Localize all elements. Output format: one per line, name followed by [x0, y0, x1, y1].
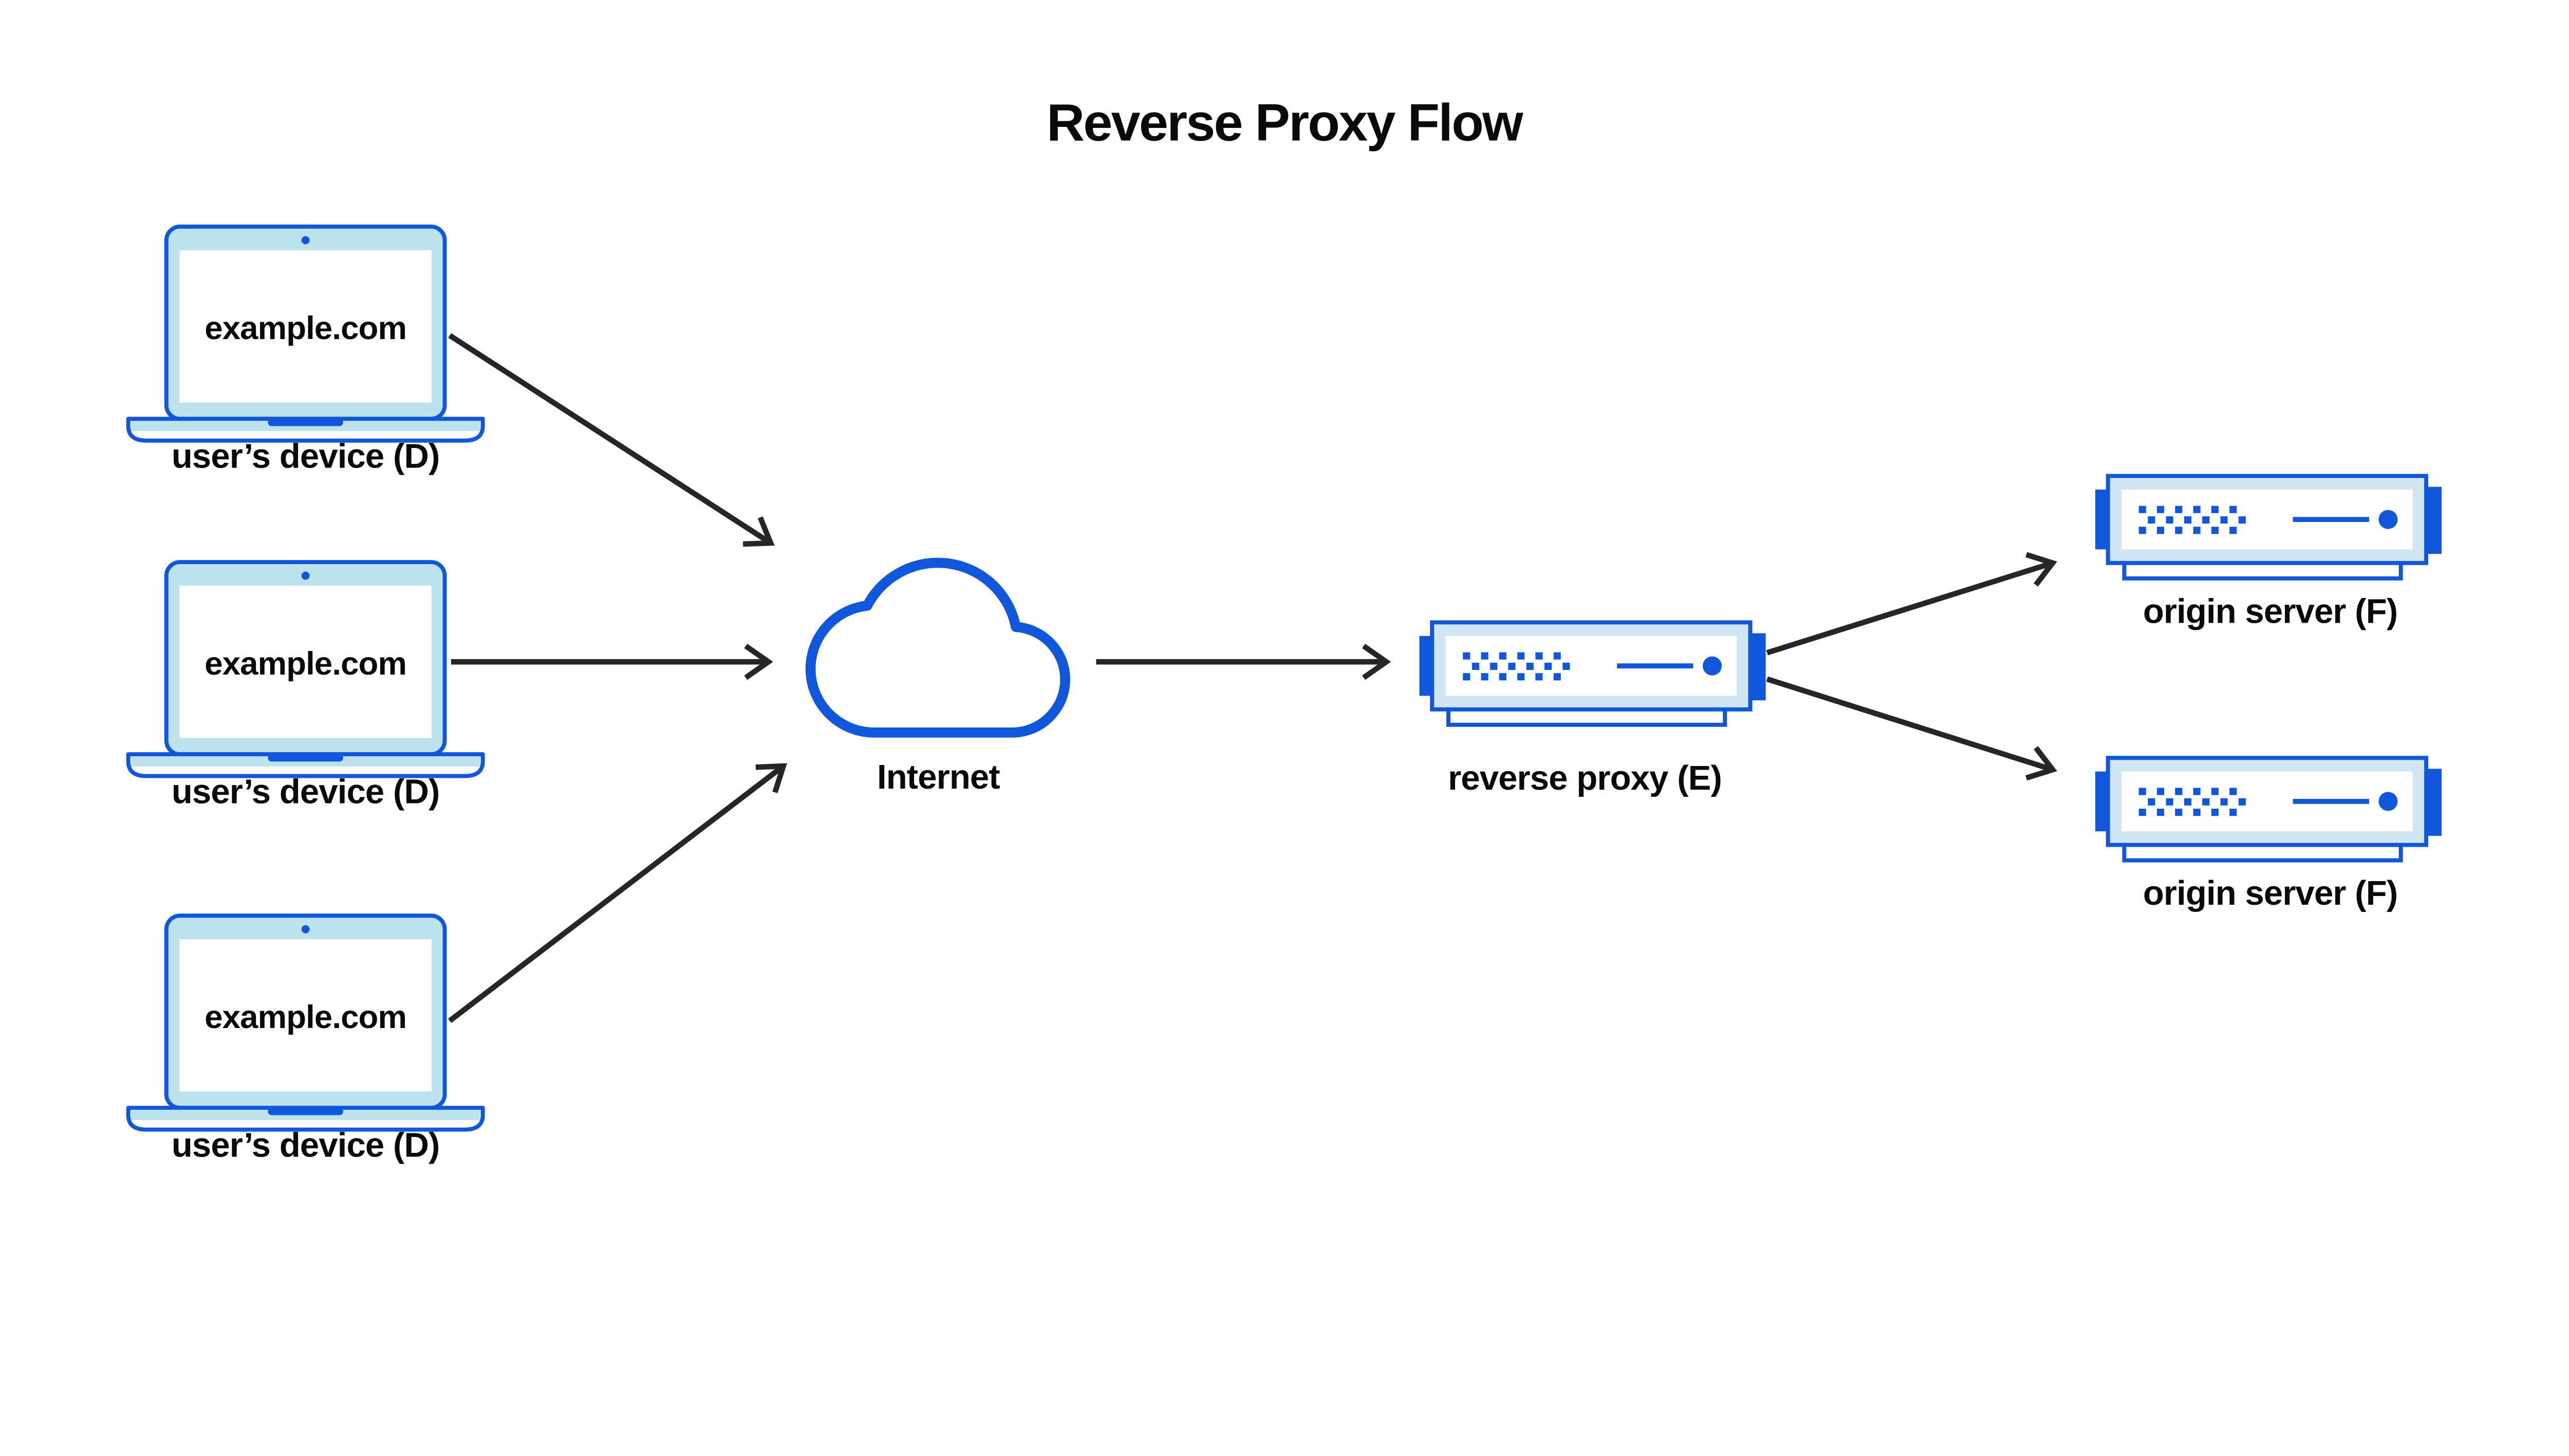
node-user-device-3: example.com user’s device (D)	[128, 916, 483, 1165]
flow-arrows	[448, 333, 2053, 1023]
device-label: user’s device (D)	[172, 437, 440, 476]
server-icon	[2095, 476, 2442, 578]
page-title: Reverse Proxy Flow	[1047, 93, 1523, 152]
arrow-device-1-to-internet	[448, 333, 771, 543]
node-user-device-2: example.com user’s device (D)	[128, 562, 483, 811]
internet-label: Internet	[877, 758, 1000, 796]
device-label: user’s device (D)	[172, 1126, 440, 1165]
cloud-icon	[805, 557, 1070, 738]
node-origin-server-2: origin server (F)	[2095, 758, 2442, 912]
arrow-reverse-proxy-to-origin-2	[1766, 676, 2053, 770]
reverse-proxy-flow-diagram: Reverse Proxy Flow example.com user’s de…	[126, 92, 2444, 1165]
node-origin-server-1: origin server (F)	[2095, 476, 2442, 630]
node-internet: Internet	[805, 557, 1070, 796]
device-screen-text: example.com	[204, 645, 406, 682]
device-screen-text: example.com	[204, 999, 406, 1035]
origin-server-label: origin server (F)	[2143, 874, 2397, 912]
diagram-page: Reverse Proxy Flow example.com user’s de…	[126, 92, 2444, 1165]
node-user-device-1: example.com user’s device (D)	[128, 227, 483, 476]
server-icon	[2095, 758, 2442, 860]
server-icon	[1419, 622, 1765, 724]
device-screen-text: example.com	[204, 310, 406, 346]
device-label: user’s device (D)	[172, 772, 440, 811]
arrow-reverse-proxy-to-origin-1	[1766, 563, 2053, 656]
node-reverse-proxy: reverse proxy (E)	[1419, 622, 1765, 797]
reverse-proxy-label: reverse proxy (E)	[1448, 759, 1722, 797]
arrow-device-3-to-internet	[448, 766, 783, 1023]
origin-server-label: origin server (F)	[2143, 592, 2397, 630]
